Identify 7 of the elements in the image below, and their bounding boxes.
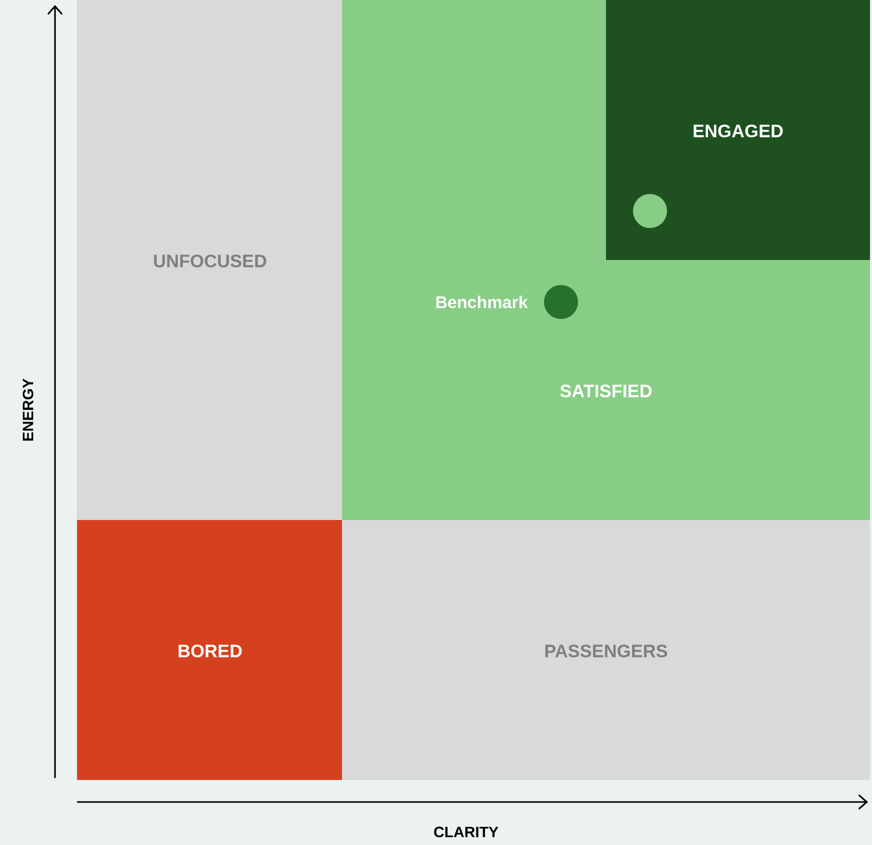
point-label: Benchmark [436, 296, 528, 308]
quadrant-box: BORED [77, 520, 342, 780]
quadrant-box: ENGAGED [606, 0, 870, 260]
axis-title: CLARITY [434, 826, 498, 838]
axis-title: ENERGY [22, 378, 34, 441]
quadrant-box: UNFOCUSED [77, 0, 342, 520]
quadrant-box: PASSENGERS [342, 520, 870, 780]
